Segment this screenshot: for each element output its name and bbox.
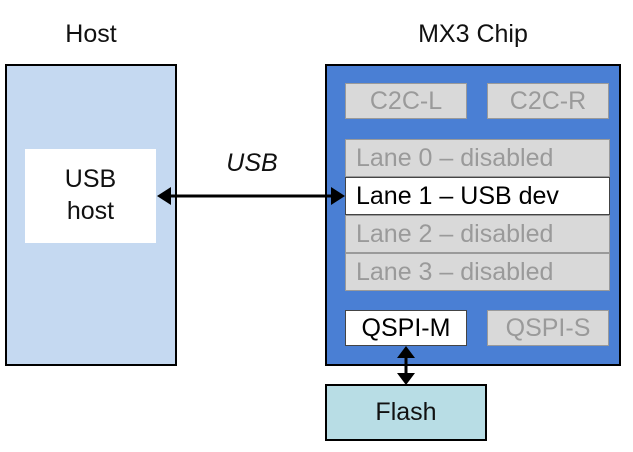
usb-link-arrow (157, 187, 345, 205)
c2c-left-port: C2C-L (345, 83, 467, 119)
lane-1: Lane 1 – USB dev (345, 177, 610, 215)
flash-block: Flash (325, 384, 487, 441)
c2c-right-port: C2C-R (487, 83, 609, 119)
usb-host-box: USB host (25, 149, 156, 243)
host-title: Host (65, 20, 117, 48)
usb-host-label-line2: host (66, 197, 115, 225)
usb-host-label-line1: USB (64, 165, 117, 193)
qspi-slave-port: QSPI-S (487, 310, 609, 346)
qspi-master-port: QSPI-M (345, 310, 467, 346)
lane-0: Lane 0 – disabled (345, 139, 610, 177)
usb-link-label: USB (226, 149, 278, 177)
lane-2: Lane 2 – disabled (345, 215, 610, 253)
lane-3: Lane 3 – disabled (345, 253, 610, 291)
chip-title: MX3 Chip (418, 20, 528, 48)
